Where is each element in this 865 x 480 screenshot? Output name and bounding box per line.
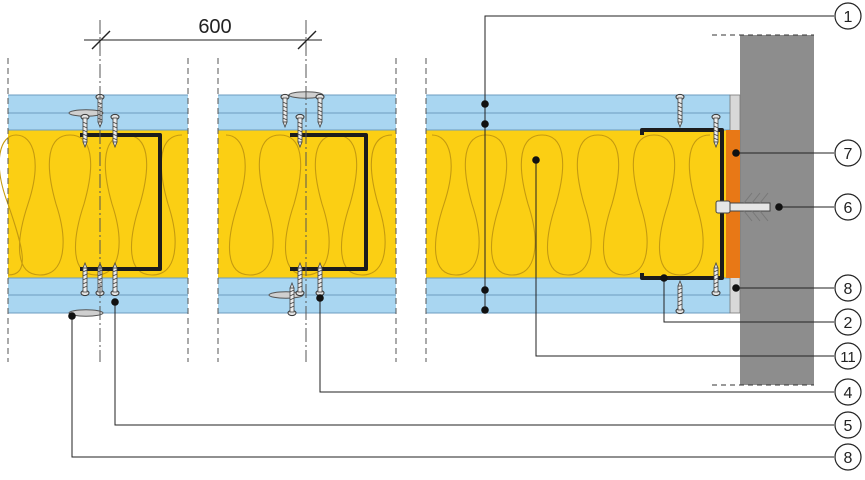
callout-11: 11 <box>834 342 862 370</box>
svg-text:5: 5 <box>844 418 853 435</box>
callout-1: 1 <box>834 2 862 30</box>
leader-lines <box>71 15 834 458</box>
callout-8-top: 8 <box>834 274 862 302</box>
dimension-600: 600 <box>84 16 322 50</box>
callout-8-bottom: 8 <box>834 443 862 471</box>
dimension-label: 600 <box>198 16 231 38</box>
svg-text:1: 1 <box>844 9 853 26</box>
svg-text:4: 4 <box>844 385 853 402</box>
svg-text:7: 7 <box>844 146 853 163</box>
svg-text:6: 6 <box>844 200 853 217</box>
leader-dots <box>68 100 783 320</box>
callout-2: 2 <box>834 308 862 336</box>
svg-text:8: 8 <box>844 450 853 467</box>
callout-5: 5 <box>834 411 862 439</box>
svg-text:11: 11 <box>840 349 856 366</box>
panel-right <box>425 58 771 362</box>
c-profile <box>290 133 368 271</box>
dowel-anchor <box>715 192 771 222</box>
svg-text:8: 8 <box>844 281 853 298</box>
callout-4: 4 <box>834 378 862 406</box>
callout-7: 7 <box>834 139 862 167</box>
svg-text:2: 2 <box>844 315 853 332</box>
panel-left <box>0 58 189 362</box>
c-profile <box>80 133 162 271</box>
panel-middle <box>217 58 397 362</box>
callout-6: 6 <box>834 193 862 221</box>
